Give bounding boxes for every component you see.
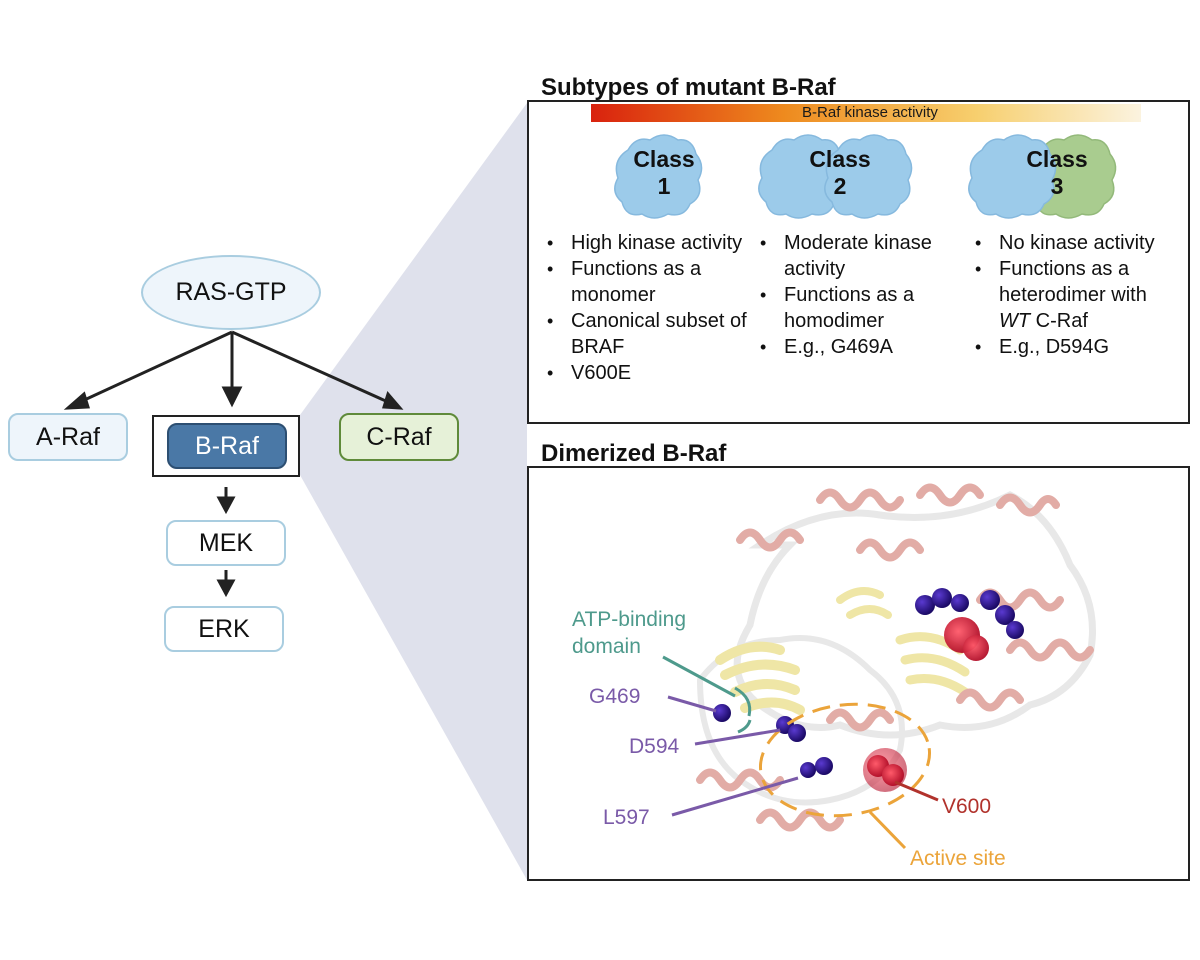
class-3-protein-icon xyxy=(968,134,1117,219)
v600-label: V600 xyxy=(942,795,992,818)
subtypes-panel xyxy=(527,100,1190,424)
class-2-bullet: Functions as a homodimer xyxy=(756,282,961,334)
atp-binding-label: ATP-binding domain xyxy=(572,606,686,660)
class-1-bullet: Canonical subset of BRAF xyxy=(543,308,748,360)
kinase-activity-gradient xyxy=(591,104,1141,122)
class-3-bullet-text: Functions as a heterodimer with xyxy=(999,258,1147,306)
class-3-number: 3 xyxy=(1050,173,1064,199)
class-1-bullet: Functions as a monomer xyxy=(543,256,748,308)
dimer-panel xyxy=(527,466,1190,881)
class-1-number: 1 xyxy=(657,173,671,199)
class-2-bullet: E.g., G469A xyxy=(756,334,961,360)
class-1-word: Class xyxy=(633,146,695,172)
subtypes-title: Subtypes of mutant B-Raf xyxy=(541,74,836,101)
class-2-word: Class xyxy=(809,146,871,172)
class-1-protein-icon xyxy=(614,134,703,219)
b-raf-node: B-Raf xyxy=(167,423,287,469)
mek-node: MEK xyxy=(166,520,286,566)
class-3-label: Class 3 xyxy=(997,146,1117,200)
class-2-bullets: Moderate kinase activity Functions as a … xyxy=(756,230,961,360)
pathway-arrows xyxy=(63,330,404,598)
residue-spheres xyxy=(713,588,1024,792)
l597-label: L597 xyxy=(603,806,650,829)
class-2-number: 2 xyxy=(833,173,847,199)
craf-text: C-Raf xyxy=(1030,310,1088,332)
a-raf-node: A-Raf xyxy=(8,413,128,461)
class-3-bullets: No kinase activity Functions as a hetero… xyxy=(971,230,1183,360)
class-2-protein-icon xyxy=(758,134,913,219)
class-1-bullet: High kinase activity xyxy=(543,230,748,256)
kinase-activity-label: B-Raf kinase activity xyxy=(802,104,938,121)
erk-node: ERK xyxy=(164,606,284,652)
protein-ribbon-structure xyxy=(696,483,1096,832)
zoom-wedge xyxy=(300,103,527,880)
label-pointers xyxy=(662,655,939,850)
class-2-label: Class 2 xyxy=(780,146,900,200)
class-2-bullet: Moderate kinase activity xyxy=(756,230,961,282)
atp-binding-line2: domain xyxy=(572,635,641,658)
class-1-bullet: V600E xyxy=(543,360,748,386)
ras-gtp-node: RAS-GTP xyxy=(141,255,321,330)
dimer-title: Dimerized B-Raf xyxy=(541,440,727,467)
d594-label: D594 xyxy=(629,735,680,758)
g469-label: G469 xyxy=(589,685,641,708)
active-site-label: Active site xyxy=(910,847,1006,870)
class-3-bullet: Functions as a heterodimer with WT C-Raf xyxy=(971,256,1183,334)
class-1-label: Class 1 xyxy=(604,146,724,200)
atp-binding-line1: ATP-binding xyxy=(572,608,687,631)
class-3-bullet: E.g., D594G xyxy=(971,334,1183,360)
atp-domain-bracket xyxy=(734,686,752,734)
class-1-bullets: High kinase activity Functions as a mono… xyxy=(543,230,748,386)
wt-italic: WT xyxy=(999,310,1031,332)
active-site-outline xyxy=(758,702,932,818)
c-raf-node: C-Raf xyxy=(339,413,459,461)
class-3-bullet: No kinase activity xyxy=(971,230,1183,256)
class-3-word: Class xyxy=(1026,146,1088,172)
